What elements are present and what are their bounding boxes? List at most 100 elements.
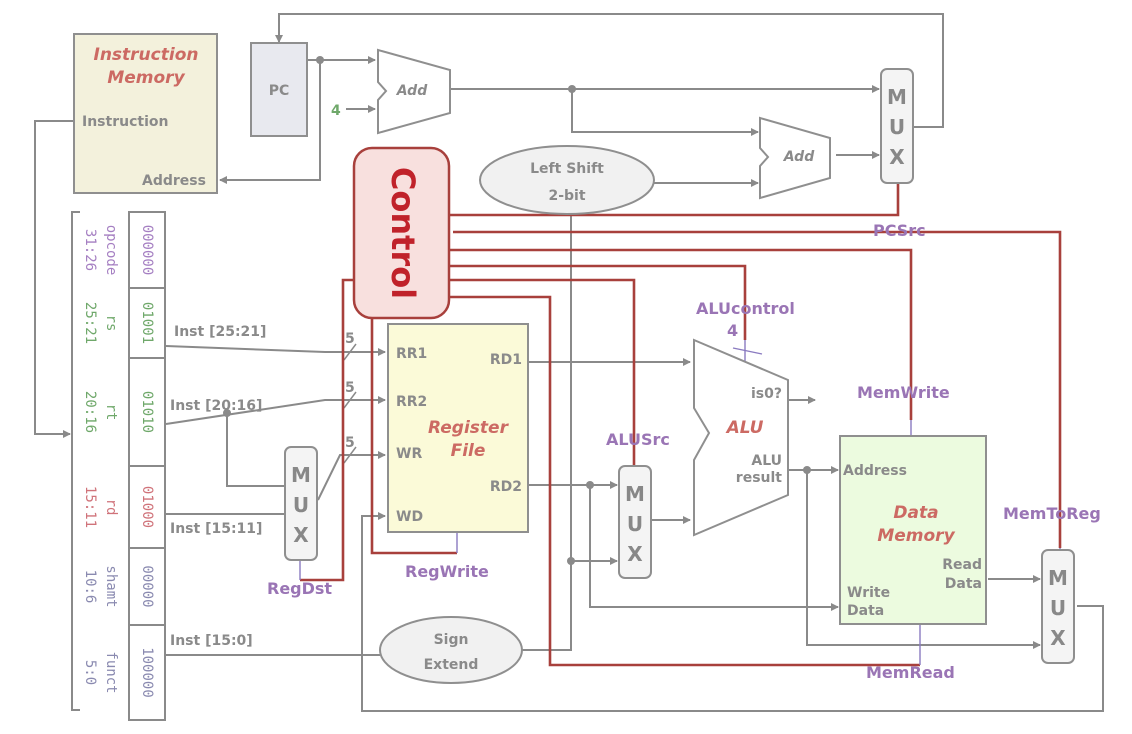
- signext-label-1: Sign: [434, 632, 469, 648]
- signal-alusrc: ALUSrc: [606, 430, 670, 449]
- shift-label-2: 2-bit: [548, 188, 585, 204]
- mux-letter: U: [293, 493, 309, 517]
- junction-dot: [803, 466, 811, 474]
- wire-writeback-to-wd: [361, 512, 1104, 712]
- field-name-funct: funct: [103, 651, 119, 693]
- bus-width-markers: 5 5 5: [343, 331, 357, 464]
- label-inst-rs: Inst [25:21]: [174, 324, 266, 340]
- signal-regwrite: RegWrite: [405, 562, 489, 581]
- control-unit: Control: [352, 146, 451, 320]
- field-bits-funct: 5:0: [82, 660, 98, 685]
- label-inst-rd: Inst [15:11]: [170, 521, 262, 537]
- field-bits-rs: 25:21: [82, 302, 98, 344]
- ctl-pcsrc: [450, 184, 900, 217]
- junction-dot: [568, 85, 576, 93]
- signal-memtoreg: MemToReg: [1003, 504, 1101, 523]
- memtoreg-mux: M U X: [1041, 549, 1075, 664]
- imem-port-instruction: Instruction: [82, 114, 168, 130]
- wire-regdst-to-wr: [317, 451, 386, 501]
- register-file: Register File RR1 RR2 WR WD RD1 RD2: [387, 323, 529, 533]
- ctl-memwrite: [450, 248, 913, 420]
- field-value-opcode: 000000: [139, 225, 155, 276]
- mux-letter: U: [889, 115, 905, 139]
- field-bits-rt: 20:16: [82, 391, 98, 433]
- field-value-rt: 01010: [139, 391, 155, 433]
- mux-letter: M: [625, 482, 645, 506]
- adder2-label: Add: [783, 149, 815, 165]
- data-memory: Data Memory Address Write Data Read Data: [839, 435, 987, 625]
- alu-control-width: 4: [727, 321, 738, 340]
- port-rr1: RR1: [396, 346, 427, 362]
- field-name-shamt: shamt: [103, 565, 119, 607]
- control-signal-labels: PCSrc ALUcontrol MemWrite ALUSrc MemToRe…: [267, 221, 1101, 682]
- ctl-alusrc: [450, 278, 636, 465]
- wire-aluresult-to-memtoreg: [806, 470, 1041, 649]
- ctl-memtoreg: [453, 230, 1062, 548]
- adder-pc-plus-4: Add: [377, 48, 451, 135]
- instruction-fields: 000000opcode31:2601001rs25:2101010rt20:1…: [82, 211, 166, 721]
- alu-label: ALU: [725, 418, 764, 438]
- field-name-rd: rd: [103, 499, 119, 516]
- signal-memwrite: MemWrite: [857, 383, 950, 402]
- wire-instruction-to-fields: [34, 120, 74, 438]
- wire-rd2-to-writedata: [589, 485, 839, 611]
- mux-letter: U: [1050, 596, 1066, 620]
- shift-label-1: Left Shift: [530, 161, 604, 177]
- mux-letter: X: [889, 145, 905, 169]
- wire-pc-to-imem: [219, 60, 321, 184]
- port-rd1: RD1: [490, 352, 522, 368]
- control-wires: [299, 180, 1062, 667]
- port-wr: WR: [396, 446, 422, 462]
- ctl-regdst: [300, 278, 355, 582]
- const-four: 4: [331, 103, 341, 119]
- alusrc-mux: M U X: [618, 465, 652, 579]
- data-wires: [34, 13, 1104, 712]
- wire-pcmux-to-pc: [275, 13, 944, 128]
- shift-left-2: Left Shift 2-bit: [479, 145, 655, 215]
- wire-signext-to-alusrc: [522, 557, 618, 651]
- pc-label: PC: [269, 83, 290, 99]
- ctl-alucontrol: [450, 264, 747, 340]
- junction-dot: [223, 409, 231, 417]
- regfile-title-1: Register: [428, 418, 510, 438]
- alu-is0-label: is0?: [751, 386, 782, 402]
- mux-letter: M: [887, 85, 907, 109]
- dmem-port-read-2: Data: [945, 576, 982, 592]
- pc-register: PC: [250, 42, 308, 137]
- mux-letter: X: [1050, 626, 1066, 650]
- bus-width-rr2: 5: [345, 380, 355, 396]
- dmem-port-write-1: Write: [847, 585, 890, 601]
- field-bits-shamt: 10:6: [82, 570, 98, 604]
- signal-alucontrol: ALUcontrol: [696, 299, 795, 318]
- wire-rt-to-regdst-mux: [226, 413, 284, 487]
- mux-letter: X: [293, 523, 309, 547]
- mux-letter: M: [291, 463, 311, 487]
- junction-dot: [316, 56, 324, 64]
- ctl-memread: [450, 295, 920, 667]
- field-name-opcode: opcode: [103, 225, 119, 276]
- adder-branch: Add: [759, 116, 831, 200]
- field-name-rt: rt: [103, 404, 119, 421]
- signext-label-2: Extend: [424, 657, 479, 673]
- field-box-funct: [128, 624, 166, 721]
- signal-pcsrc: PCSrc: [873, 221, 926, 240]
- regdst-mux: M U X: [284, 446, 318, 561]
- dmem-port-address: Address: [843, 463, 907, 479]
- regfile-title-2: File: [451, 441, 486, 461]
- junction-dot: [567, 557, 575, 565]
- dmem-port-write-2: Data: [847, 603, 884, 619]
- imem-title-1: Instruction: [94, 45, 199, 65]
- mux-letter: U: [627, 512, 643, 536]
- dmem-title-1: Data: [893, 503, 938, 523]
- instruction-memory: Instruction Memory Instruction Address: [73, 33, 218, 194]
- label-inst-rt: Inst [20:16]: [170, 398, 262, 414]
- port-wd: WD: [396, 509, 423, 525]
- mux-letter: X: [627, 542, 643, 566]
- field-bits-rd: 15:11: [82, 486, 98, 528]
- dmem-title-2: Memory: [877, 526, 955, 546]
- control-label: Control: [384, 167, 422, 299]
- field-name-rs: rs: [103, 315, 119, 332]
- imem-port-address: Address: [142, 173, 206, 189]
- pcsrc-mux: M U X: [880, 68, 914, 184]
